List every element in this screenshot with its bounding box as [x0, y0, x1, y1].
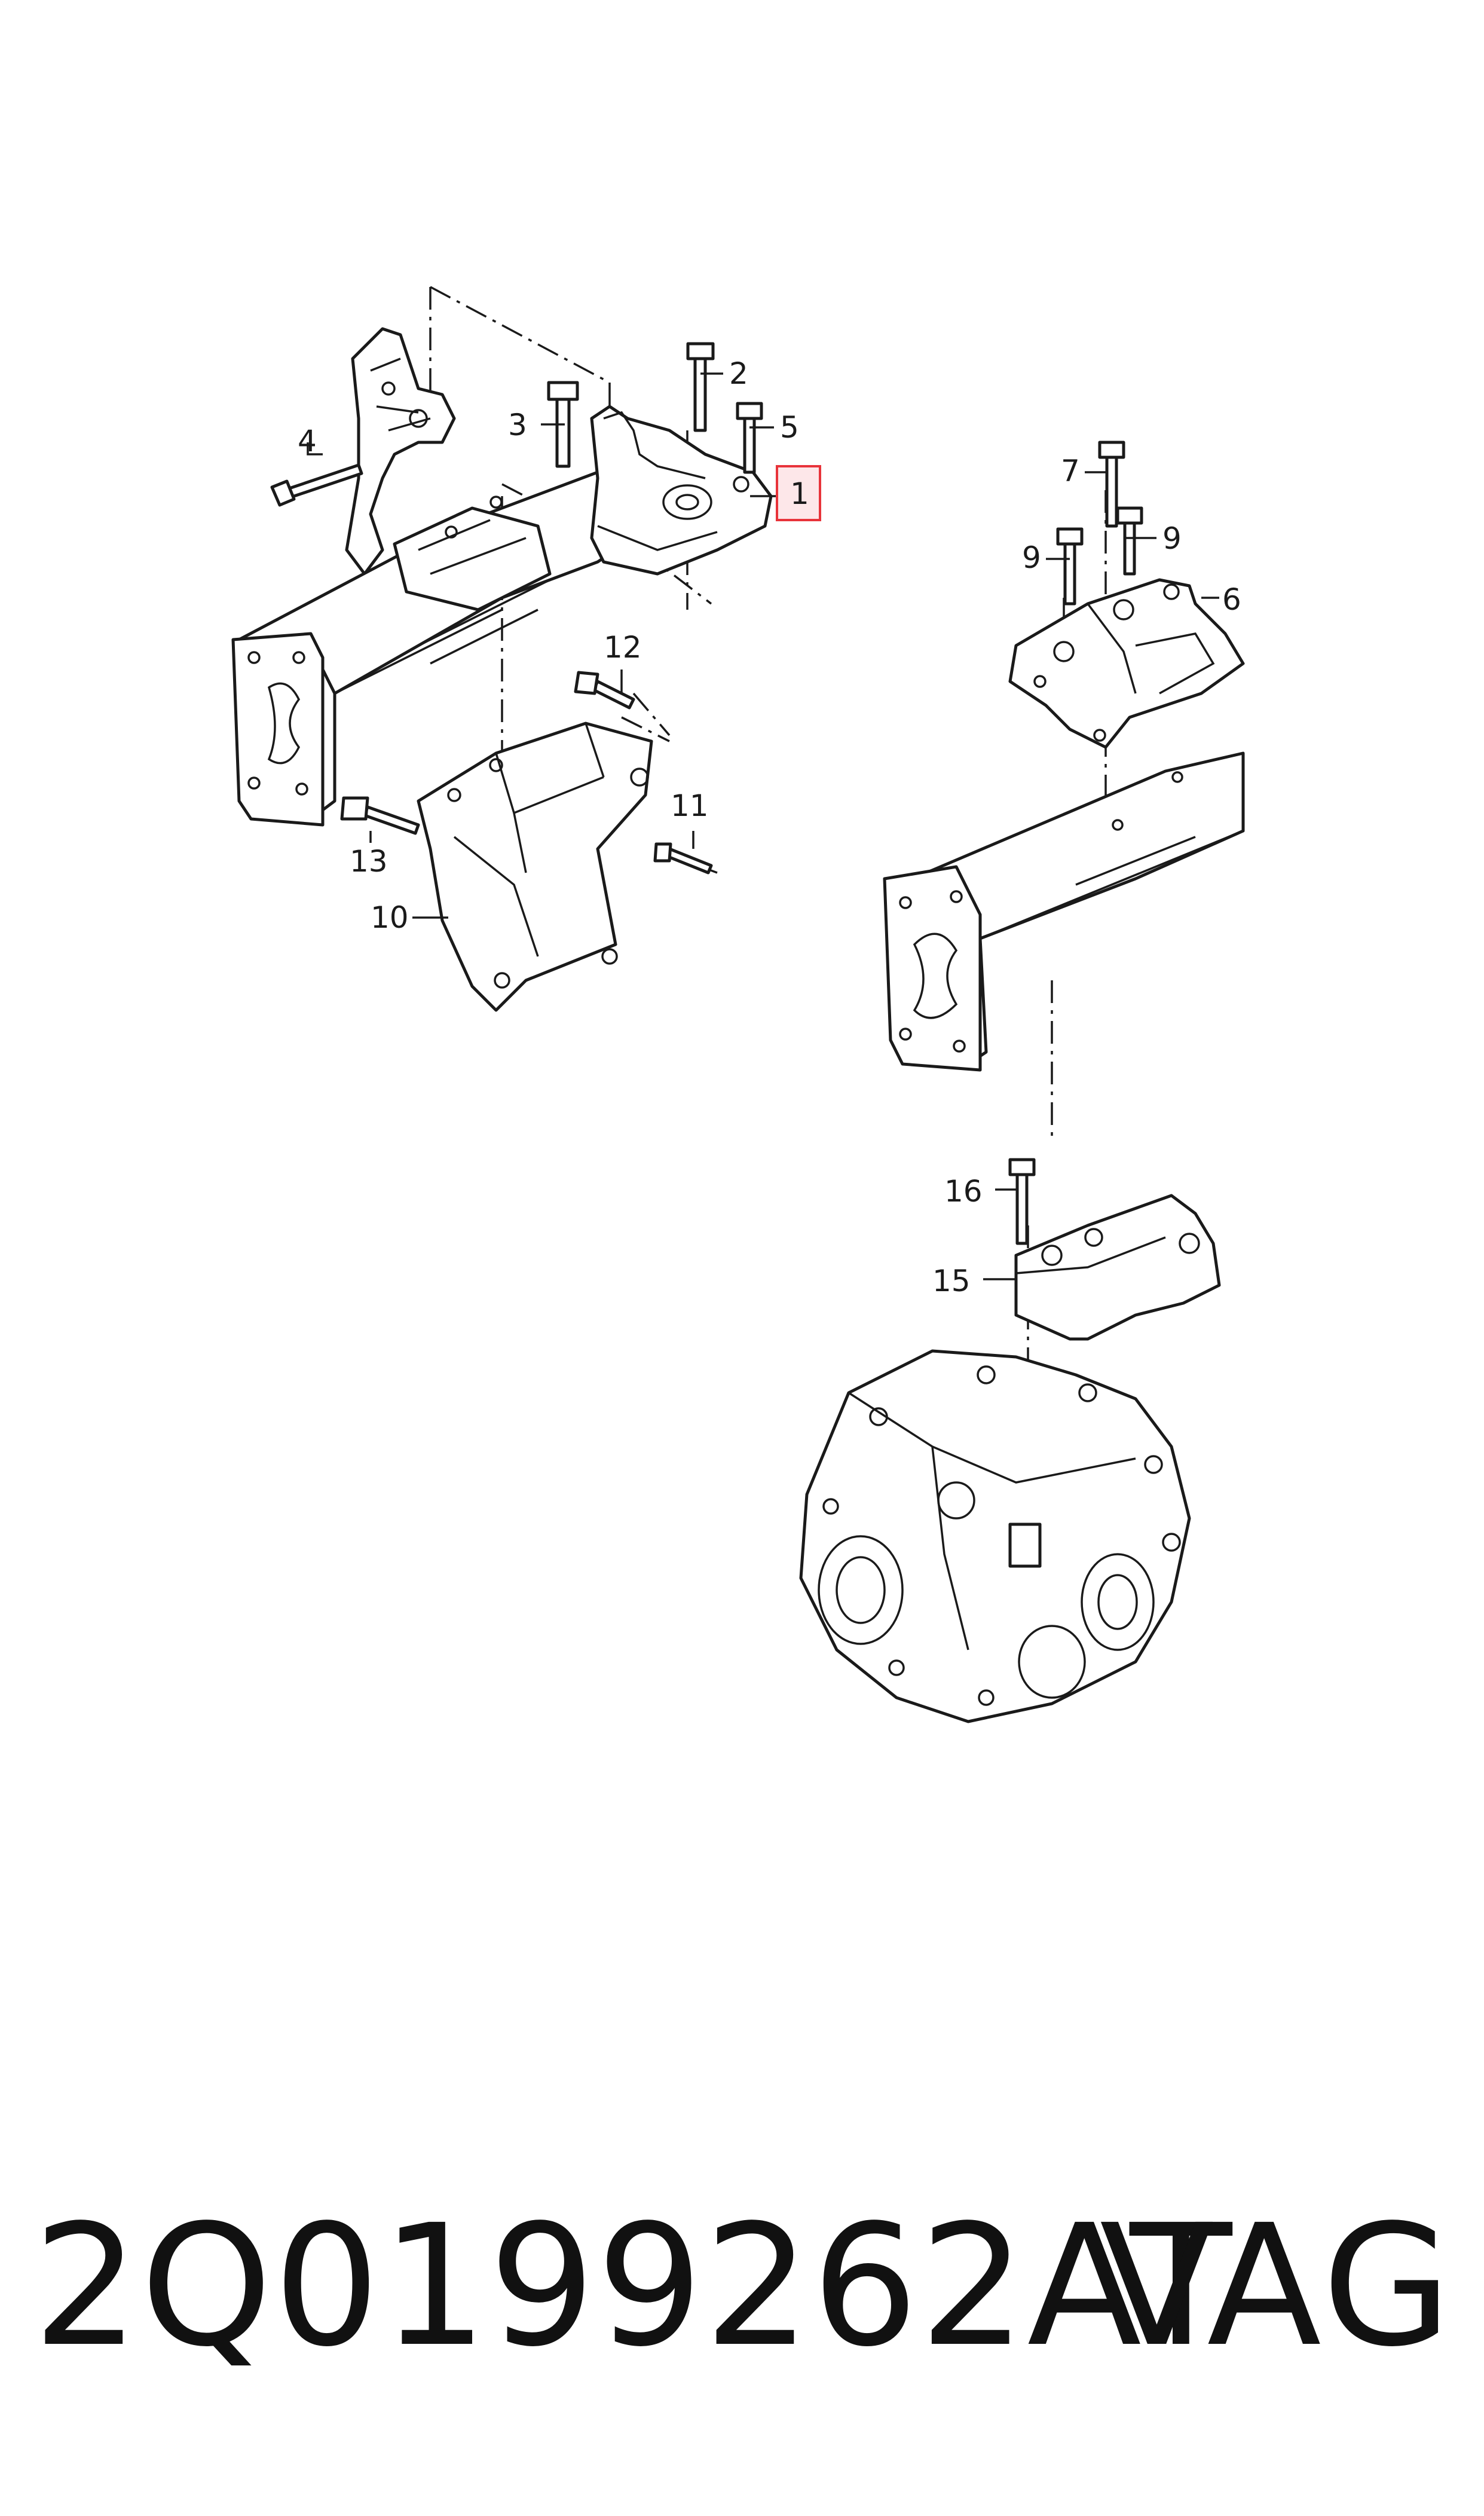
callout-2[interactable]: 2	[729, 356, 748, 391]
transmission-housing	[799, 1349, 1191, 1723]
callout-3[interactable]: 3	[508, 408, 527, 442]
gearbox-mount-part-6	[1008, 578, 1245, 749]
callout-1[interactable]: 1	[790, 476, 809, 511]
footer: 2Q0199262AT VAG	[33, 2200, 1455, 2373]
callout-10[interactable]: 10	[371, 900, 409, 935]
callout-13[interactable]: 13	[350, 844, 388, 879]
bolt-part-9b	[1116, 506, 1143, 576]
bolt-part-12	[574, 671, 635, 710]
callout-4[interactable]: 4	[298, 424, 317, 458]
left-side-member	[231, 470, 635, 827]
bolt-part-11	[653, 842, 713, 875]
brand-name: VAG	[1099, 2189, 1455, 2384]
bolt-part-16	[1008, 1158, 1036, 1245]
callout-9-right[interactable]: 9	[1162, 521, 1182, 556]
right-assembly: 6 7 9 9 15 16	[799, 441, 1245, 1723]
bracket-part-15	[1014, 1194, 1221, 1341]
callout-5[interactable]: 5	[780, 410, 799, 445]
body-mount-plate	[345, 327, 456, 576]
callout-7[interactable]: 7	[1061, 454, 1080, 488]
bolt-part-13	[340, 796, 420, 835]
bracket-part-10	[417, 722, 653, 1012]
callout-16[interactable]: 16	[944, 1174, 983, 1209]
right-side-member	[883, 751, 1245, 1072]
bolt-part-4	[270, 463, 363, 507]
bolt-part-7	[1098, 441, 1125, 528]
callout-12[interactable]: 12	[604, 630, 642, 665]
left-assembly: 1 2 3 4 5 10 11 12 13	[231, 286, 821, 1012]
bolt-part-2	[686, 342, 715, 432]
bolt-part-3	[547, 381, 579, 468]
callout-6[interactable]: 6	[1222, 582, 1241, 617]
callout-11[interactable]: 11	[671, 788, 709, 823]
callout-15[interactable]: 15	[932, 1264, 971, 1298]
engine-mount-part-1	[590, 405, 773, 576]
highlight-box-part-1	[776, 465, 821, 521]
bolt-part-5	[736, 402, 763, 474]
callout-9-left[interactable]: 9	[1022, 540, 1041, 575]
bolt-part-9a	[1056, 527, 1084, 606]
part-number: 2Q0199262AT	[33, 2189, 1234, 2384]
